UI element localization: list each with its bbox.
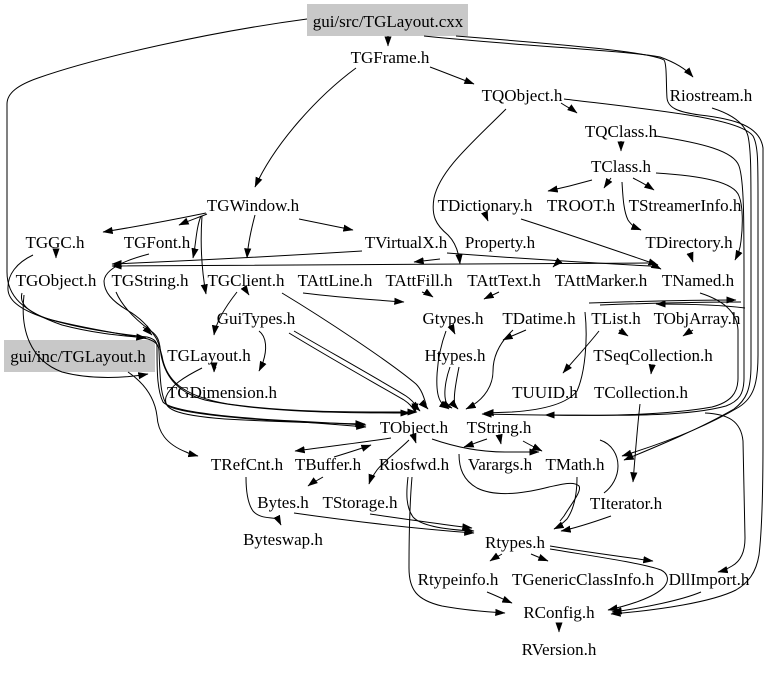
svg-text:TQObject.h: TQObject.h bbox=[482, 86, 563, 105]
svg-text:gui/inc/TGLayout.h: gui/inc/TGLayout.h bbox=[10, 347, 146, 366]
svg-text:TAttText.h: TAttText.h bbox=[467, 271, 541, 290]
svg-text:Property.h: Property.h bbox=[465, 233, 536, 252]
svg-text:TUUID.h: TUUID.h bbox=[512, 383, 578, 402]
svg-text:TSeqCollection.h: TSeqCollection.h bbox=[593, 346, 713, 365]
svg-text:TGClient.h: TGClient.h bbox=[208, 271, 285, 290]
svg-text:Riosfwd.h: Riosfwd.h bbox=[379, 455, 450, 474]
svg-text:gui/src/TGLayout.cxx: gui/src/TGLayout.cxx bbox=[313, 12, 464, 31]
svg-text:TGFont.h: TGFont.h bbox=[124, 233, 191, 252]
svg-text:TGenericClassInfo.h: TGenericClassInfo.h bbox=[512, 570, 655, 589]
svg-text:TDictionary.h: TDictionary.h bbox=[438, 196, 533, 215]
svg-text:Gtypes.h: Gtypes.h bbox=[423, 309, 484, 328]
svg-text:TAttFill.h: TAttFill.h bbox=[385, 271, 453, 290]
svg-text:TStreamerInfo.h: TStreamerInfo.h bbox=[629, 196, 742, 215]
svg-text:TQClass.h: TQClass.h bbox=[585, 122, 658, 141]
svg-text:TObject.h: TObject.h bbox=[380, 418, 449, 437]
svg-text:TAttLine.h: TAttLine.h bbox=[298, 271, 373, 290]
svg-text:TIterator.h: TIterator.h bbox=[590, 494, 663, 513]
svg-text:TGObject.h: TGObject.h bbox=[16, 271, 97, 290]
svg-text:TGString.h: TGString.h bbox=[112, 271, 189, 290]
svg-text:TVirtualX.h: TVirtualX.h bbox=[365, 233, 448, 252]
svg-text:TGDimension.h: TGDimension.h bbox=[167, 383, 278, 402]
svg-text:TGGC.h: TGGC.h bbox=[25, 233, 85, 252]
svg-text:Byteswap.h: Byteswap.h bbox=[243, 530, 323, 549]
svg-text:TClass.h: TClass.h bbox=[591, 157, 651, 176]
svg-text:TMath.h: TMath.h bbox=[545, 455, 605, 474]
svg-text:TBuffer.h: TBuffer.h bbox=[295, 455, 362, 474]
svg-text:Rtypes.h: Rtypes.h bbox=[485, 533, 545, 552]
svg-text:TRefCnt.h: TRefCnt.h bbox=[211, 455, 284, 474]
svg-text:TAttMarker.h: TAttMarker.h bbox=[555, 271, 648, 290]
svg-text:GuiTypes.h: GuiTypes.h bbox=[217, 309, 296, 328]
svg-text:TList.h: TList.h bbox=[591, 309, 641, 328]
svg-text:Riostream.h: Riostream.h bbox=[670, 86, 753, 105]
svg-text:DllImport.h: DllImport.h bbox=[669, 570, 750, 589]
svg-text:TGWindow.h: TGWindow.h bbox=[207, 196, 300, 215]
svg-text:TGFrame.h: TGFrame.h bbox=[351, 48, 430, 67]
svg-text:TROOT.h: TROOT.h bbox=[547, 196, 616, 215]
svg-text:TDirectory.h: TDirectory.h bbox=[645, 233, 733, 252]
svg-text:TStorage.h: TStorage.h bbox=[322, 493, 398, 512]
svg-text:TGLayout.h: TGLayout.h bbox=[167, 346, 251, 365]
svg-text:TString.h: TString.h bbox=[467, 418, 532, 437]
svg-text:Rtypeinfo.h: Rtypeinfo.h bbox=[418, 570, 499, 589]
svg-text:Varargs.h: Varargs.h bbox=[468, 455, 533, 474]
svg-text:TCollection.h: TCollection.h bbox=[594, 383, 688, 402]
svg-text:Bytes.h: Bytes.h bbox=[257, 493, 309, 512]
svg-text:TDatime.h: TDatime.h bbox=[502, 309, 576, 328]
svg-text:TObjArray.h: TObjArray.h bbox=[654, 309, 741, 328]
svg-text:Htypes.h: Htypes.h bbox=[425, 346, 486, 365]
svg-text:TNamed.h: TNamed.h bbox=[662, 271, 735, 290]
svg-text:RConfig.h: RConfig.h bbox=[523, 603, 595, 622]
svg-text:RVersion.h: RVersion.h bbox=[522, 640, 597, 659]
